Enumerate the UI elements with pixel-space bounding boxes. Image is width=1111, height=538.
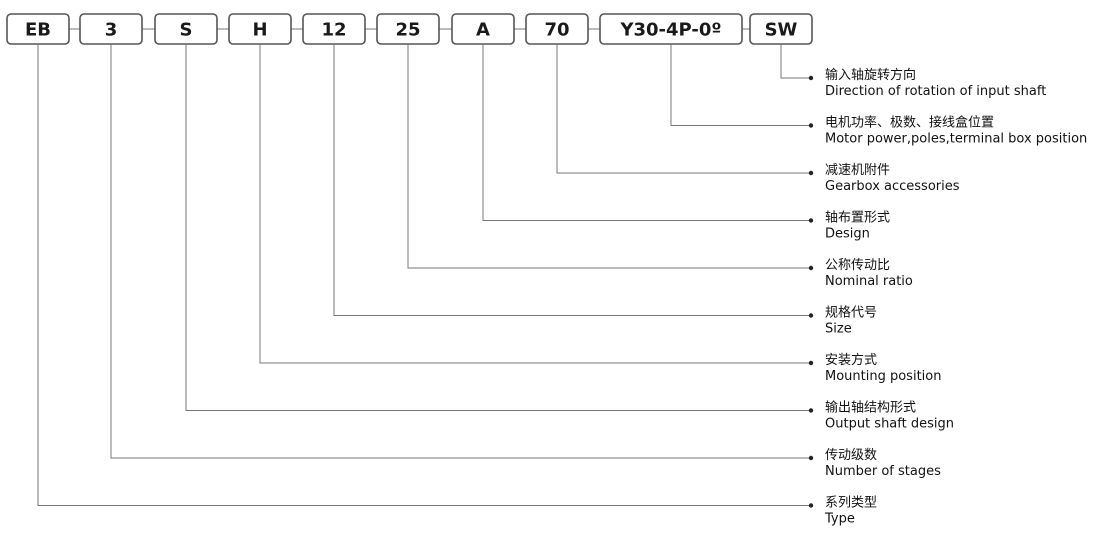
legend-label-cn: 轴布置形式 [825,211,890,226]
legend-label-en: Output shaft design [825,417,954,432]
bullet-dot [808,455,814,461]
code-box-size: 12 [302,13,366,45]
code-box-stages: 3 [79,13,143,45]
code-box-ratio: 25 [376,13,440,45]
bullet-dot [808,408,814,413]
code-box-mounting: H [228,13,292,45]
code-box-label: EB [25,20,51,41]
code-box-eb: EB [6,13,70,45]
code-box-rotation: SW [749,13,813,45]
legend-label-cn: 规格代号 [825,305,877,321]
code-box-label: S [180,20,193,41]
code-box-label: 70 [544,20,569,41]
legend-label-en: Mounting position [825,369,941,384]
legend-label-cn: 公称传动比 [825,258,890,273]
legend-label-en: Gearbox accessories [825,179,960,194]
bullet-dot [808,123,814,128]
code-box-label: 12 [321,20,346,41]
bullet-dot [808,75,814,81]
bullet-dot [808,503,814,508]
legend-label-cn: 电机功率、极数、接线盒位置 [825,115,994,131]
leader-line [259,44,811,364]
legend-label-cn: 安装方式 [825,352,877,368]
legend-label-en: Direction of rotation of input shaft [825,84,1046,99]
leader-line [780,44,811,79]
legend-label-en: Size [825,322,852,337]
leader-line [482,44,811,221]
code-box-label: H [252,20,267,41]
leader-line [185,44,811,411]
leader-line [110,44,811,459]
code-box-label: SW [765,20,798,41]
legend-label-cn: 减速机附件 [825,163,890,178]
legend-label-cn: 传动级数 [825,448,877,463]
bullet-dot [808,170,814,176]
legend-label-en: Type [824,512,855,527]
bullet-dot [808,265,814,271]
bullet-dot [808,218,814,223]
code-box-label: 25 [395,20,420,41]
leader-line [407,44,811,269]
code-box-label: Y30-4P-0º [619,20,721,41]
leader-line [37,44,811,506]
leader-line [333,44,811,316]
legend-label-en: Design [825,227,870,242]
code-box-label: 3 [105,20,118,41]
code-box-motor: Y30-4P-0º [599,13,743,45]
legend-label-en: Motor power,poles,terminal box position [825,132,1087,147]
legend-label-en: Number of stages [825,464,941,479]
code-box-design: A [451,13,515,45]
bullet-dot [808,313,814,318]
bullet-dot [808,360,814,366]
code-box-label: A [476,20,490,41]
legend-label-cn: 输出轴结构形式 [825,400,916,416]
legend-label-cn: 系列类型 [825,496,877,511]
leader-line [556,44,811,174]
code-box-output-shaft: S [154,13,218,45]
leader-line [670,44,811,126]
code-boxes: EB 3 S H 12 25 A 70 Y30-4P-0º SW [6,13,813,45]
code-box-accessories: 70 [525,13,589,45]
legend-label-cn: 输入轴旋转方向 [825,67,916,83]
legend-label-en: Nominal ratio [825,274,913,289]
